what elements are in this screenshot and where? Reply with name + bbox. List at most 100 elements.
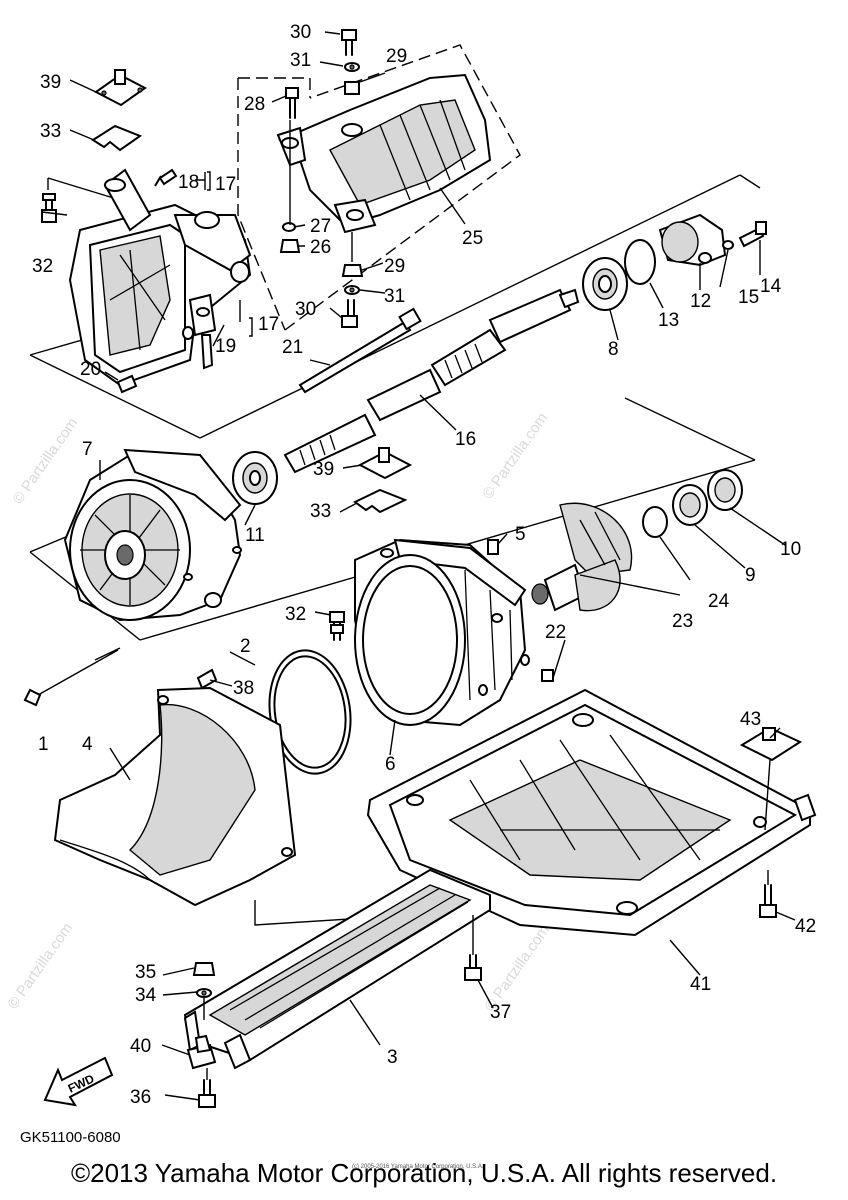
part-42-bolt [759,870,777,918]
callout-32a: 32 [32,256,53,277]
drawing-code: GK51100-6080 [20,1129,121,1146]
part-7-housing [63,448,242,622]
part-2-ring-inner [273,655,347,769]
callout-26: 26 [310,237,331,258]
callout-39b: 39 [313,459,334,480]
callout-9: 9 [745,565,756,586]
part-33-top [91,124,143,152]
part-3-plate [183,868,491,1070]
hardware-26-31 [279,29,364,328]
part-24-washer [642,506,668,538]
callout-19: 19 [215,336,236,357]
callout-5: 5 [515,524,526,545]
part-9-10-seals [672,469,743,526]
callout-41: 41 [690,974,711,995]
watermark: © Partzilla.com [481,922,553,1015]
callout-29b: 29 [384,256,405,277]
callout-33a: 33 [40,121,61,142]
callout-37: 37 [490,1002,511,1023]
callout-30a: 30 [290,22,311,43]
part-14-15 [722,221,767,250]
part-2-ring [268,649,352,775]
part-40 [186,1034,217,1070]
part-18 [154,168,178,187]
watermark: © Partzilla.com [4,920,76,1013]
part-12-cap [658,213,727,267]
callout-10: 10 [780,539,801,560]
callout-38: 38 [233,678,254,699]
callout-23: 23 [672,611,693,632]
part-1-axis [37,647,121,696]
callout-8: 8 [608,339,619,360]
part-20 [116,374,138,394]
callout-29a: 29 [386,46,407,67]
part-19 [200,334,214,370]
callout-39a: 39 [40,72,61,93]
callout-24: 24 [708,591,730,612]
callout-35: 35 [135,962,156,983]
callout-4: 4 [82,734,93,755]
part-16-shaft [283,288,580,474]
part-8-bearing [582,257,628,311]
callout-22: 22 [545,622,566,643]
part-32-top [41,193,57,223]
watermark: © Partzilla.com [9,415,81,508]
bracket-17 [207,171,253,337]
callout-31b: 31 [384,286,405,307]
fwd-arrow: FWD [43,1056,114,1107]
callout-21: 21 [282,337,303,358]
callout-43: 43 [740,709,761,730]
callout-14: 14 [760,276,782,297]
callout-12: 12 [690,291,711,312]
part-21-bolt [298,307,422,394]
callout-2: 2 [240,636,251,657]
callout-3: 3 [387,1047,398,1068]
part-4-plate [53,686,297,907]
watermark: © Partzilla.com [479,410,551,503]
part-43-plate [739,726,803,831]
callouts: 1 2 3 4 5 6 7 8 9 10 11 12 13 14 15 16 1… [32,22,816,1108]
callout-20: 20 [80,359,101,380]
callout-32b: 32 [285,604,306,625]
part-drawings: FWD [23,29,817,1108]
callout-40: 40 [130,1036,151,1057]
callout-42: 42 [795,916,816,937]
callout-13: 13 [658,310,679,331]
part-39-mid [357,447,413,480]
part-41-plate [366,688,817,937]
callout-17b: 17 [258,314,279,335]
part-36-bolt [198,1068,216,1108]
part-22 [541,669,554,682]
part-39-top [94,69,147,107]
callout-7: 7 [82,439,93,460]
part-1-pin [23,688,42,707]
callout-17a: 17 [215,174,236,195]
part-11-bearing [232,451,278,505]
callout-16: 16 [455,429,476,450]
callout-31a: 31 [290,50,311,71]
callout-25: 25 [462,228,483,249]
callout-6: 6 [385,754,396,775]
fine-print: (c) 2005-2016 Yamaha Motor Corporation, … [352,1164,484,1170]
part-38 [196,668,218,690]
part-5 [487,539,499,555]
callout-36: 36 [130,1087,151,1108]
part-17-housing [68,168,252,387]
copyright-footer: ©2013 Yamaha Motor Corporation, U.S.A. A… [70,1158,778,1188]
part-25-duct [276,73,492,234]
part-33-mid [353,488,408,514]
callout-11: 11 [245,525,265,546]
part-13-oring [624,239,656,285]
callout-30b: 30 [295,299,316,320]
part-23-impeller [531,502,633,612]
callout-27: 27 [310,216,331,237]
callout-18: 18 [178,172,199,193]
part-34-35 [192,962,216,1020]
callout-15: 15 [738,287,759,308]
callout-1: 1 [38,734,49,755]
part-32-mid [329,611,345,641]
part-37-bolt [464,915,482,981]
callout-34: 34 [135,985,157,1006]
callout-33b: 33 [310,501,331,522]
